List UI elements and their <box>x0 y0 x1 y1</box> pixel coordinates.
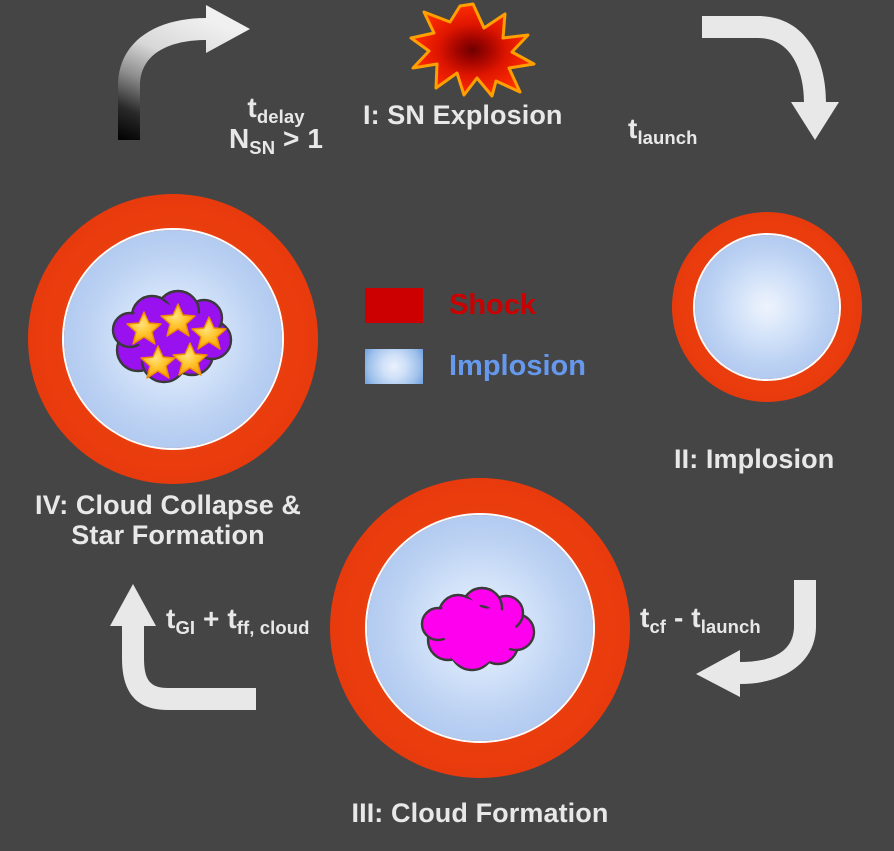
legend-item-shock: Shock <box>365 288 586 323</box>
legend-label-shock: Shock <box>449 289 537 321</box>
star-glyph-group <box>126 303 227 379</box>
stage-three-system <box>330 478 630 778</box>
legend-item-implosion: Implosion <box>365 349 586 384</box>
stage-four-label-line2: Star Formation <box>71 520 265 551</box>
sn-explosion-icon <box>409 2 536 98</box>
stage-four-label-line1: IV: Cloud Collapse & <box>34 490 302 520</box>
transition-launch-label: tlaunch <box>628 113 698 149</box>
stage-two-implosion-core <box>695 235 839 379</box>
purple-star-cluster-icon <box>111 289 233 384</box>
transition-cf-launch-label: tcf - tlaunch <box>640 602 761 638</box>
arrow-t-gi-plus-t-ff-cloud <box>110 584 256 710</box>
stage-four-label: IV: Cloud Collapse & Star Formation <box>0 490 336 550</box>
legend-swatch-implosion <box>365 349 423 384</box>
transition-delay-label: tdelay NSN > 1 <box>196 92 356 159</box>
legend-label-implosion: Implosion <box>449 350 586 382</box>
arrow-t-delay <box>118 5 250 140</box>
stage-two-label: II: Implosion <box>674 444 835 474</box>
stage-two-system <box>672 212 862 402</box>
arrow-t-cf-minus-t-launch <box>696 580 816 697</box>
transition-gi-ff-label: tGI + tff, cloud <box>166 603 310 639</box>
stage-three-label: III: Cloud Formation <box>351 798 609 828</box>
t-delay-expression: tdelay <box>247 92 305 128</box>
legend: Shock Implosion <box>365 288 586 384</box>
magenta-gas-cloud-icon <box>420 586 536 672</box>
arrow-t-launch <box>702 16 839 140</box>
stage-one-label: I: SN Explosion <box>363 100 563 130</box>
nsn-condition-expression: NSN > 1 <box>228 123 324 159</box>
stage-four-system <box>28 194 318 484</box>
legend-swatch-shock <box>365 288 423 323</box>
